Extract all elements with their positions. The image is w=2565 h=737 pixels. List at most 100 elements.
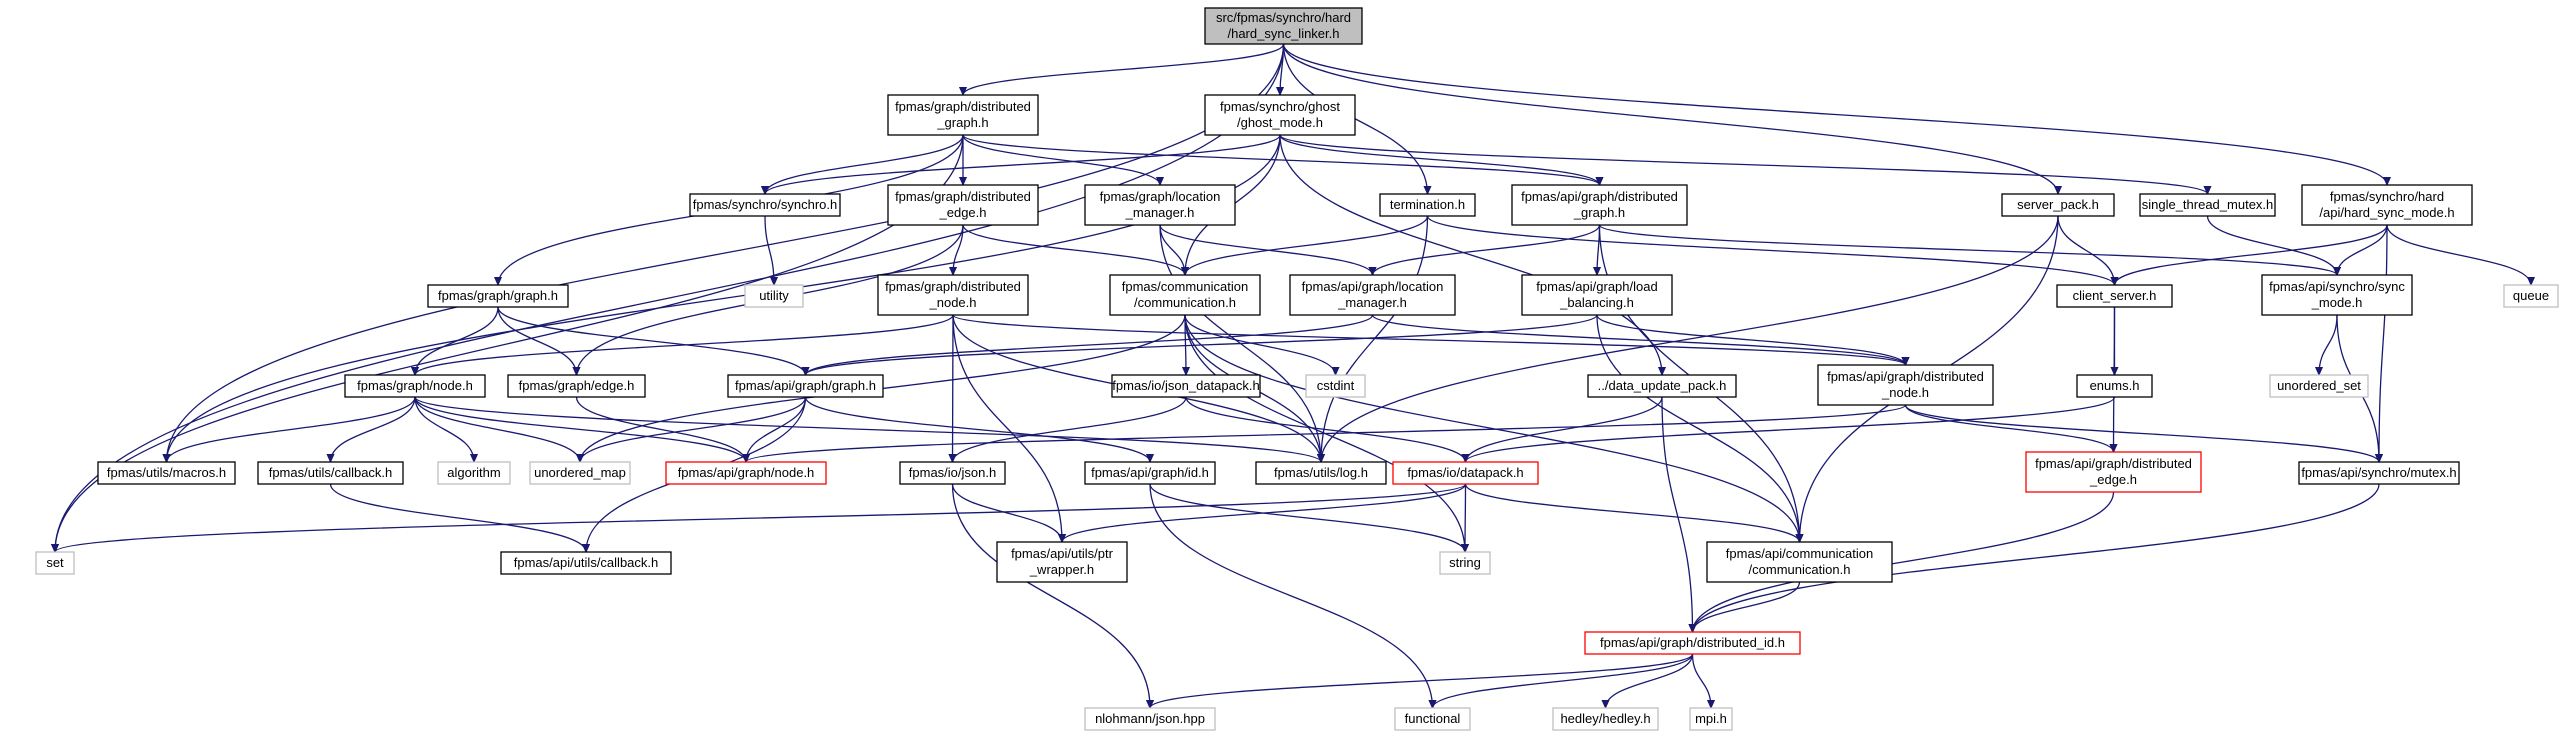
edge-api_dgraph-to-syncmode: [1598, 224, 2338, 275]
graph-node-stm[interactable]: single_thread_mutex.h: [2139, 193, 2276, 217]
graph-node-comm[interactable]: fpmas/communication/communication.h: [1109, 274, 1261, 316]
graph-node-hsm[interactable]: fpmas/synchro/hard/api/hard_sync_mode.h: [2301, 184, 2473, 226]
node-label: fpmas/api/graph/graph.h: [735, 378, 876, 393]
node-box: [1439, 551, 1491, 575]
node-box: [2269, 374, 2369, 398]
graph-node-api_dnode[interactable]: fpmas/api/graph/distributed_node.h: [1817, 364, 1994, 406]
edge-mutex-to-did: [1693, 483, 2380, 632]
node-box: [2001, 193, 2115, 217]
graph-node-dedge[interactable]: fpmas/graph/distributed_edge.h: [887, 184, 1039, 226]
edge-server_pack-to-log: [1321, 215, 2059, 462]
graph-node-syncmode[interactable]: fpmas/api/synchro/sync_mode.h: [2261, 274, 2413, 316]
graph-node-dup[interactable]: ../data_update_pack.h: [1587, 374, 1737, 398]
node-label: string: [1449, 555, 1481, 570]
edge-api_locmgr-to-api_dnode: [1371, 314, 1906, 365]
graph-node-unordered_map: unordered_map: [529, 461, 631, 485]
graph-node-server_pack[interactable]: server_pack.h: [2001, 193, 2115, 217]
node-box: [1521, 274, 1673, 316]
graph-node-loadbal[interactable]: fpmas/api/graph/load_balancing.h: [1521, 274, 1673, 316]
edge-api_graph-to-id: [804, 396, 1151, 462]
node-label: fpmas/utils/log.h: [1274, 465, 1368, 480]
graph-node-enums[interactable]: enums.h: [2076, 374, 2153, 398]
graph-node-ghost[interactable]: fpmas/synchro/ghost/ghost_mode.h: [1204, 94, 1356, 136]
edge-api_locmgr-to-api_graph: [806, 314, 1374, 375]
edge-edge-to-api_node: [575, 396, 747, 462]
node-box: [727, 374, 884, 398]
node-box: [1111, 374, 1261, 398]
graph-node-mutex[interactable]: fpmas/api/synchro/mutex.h: [2298, 461, 2460, 485]
edge-node-to-api_node: [414, 396, 746, 462]
graph-node-api_dedge[interactable]: fpmas/api/graph/distributed_edge.h: [2025, 451, 2202, 493]
node-label: /communication.h: [1134, 295, 1236, 310]
graph-node-macros[interactable]: fpmas/utils/macros.h: [97, 461, 236, 485]
edge-node-to-callback: [331, 396, 416, 462]
edge-comm-to-api_comm: [1184, 314, 1800, 542]
node-label: enums.h: [2090, 378, 2140, 393]
node-label: fpmas/graph/node.h: [357, 378, 473, 393]
node-label: fpmas/graph/distributed: [895, 99, 1031, 114]
edge-api_dgraph-to-api_locmgr: [1373, 224, 1601, 275]
graph-node-json[interactable]: fpmas/io/json.h: [899, 461, 1006, 485]
edge-node-to-algorithm: [414, 396, 474, 462]
edge-did-to-mpi: [1691, 653, 1712, 708]
graph-node-api_comm[interactable]: fpmas/api/communication/communication.h: [1706, 541, 1893, 583]
node-label: fpmas/api/graph/distributed: [1827, 369, 1984, 384]
node-label: nlohmann/json.hpp: [1095, 711, 1205, 726]
graph-node-locmgr[interactable]: fpmas/graph/location_manager.h: [1084, 184, 1236, 226]
edge-datapack-to-api_comm: [1464, 483, 1800, 542]
graph-node-api_dgraph[interactable]: fpmas/api/graph/distributed_graph.h: [1511, 184, 1688, 226]
edge-root-to-server_pack: [1282, 43, 2059, 194]
graph-node-synchro[interactable]: fpmas/synchro/synchro.h: [689, 193, 841, 217]
node-box: [2139, 193, 2276, 217]
graph-node-log[interactable]: fpmas/utils/log.h: [1255, 461, 1387, 485]
node-label: fpmas/graph/edge.h: [519, 378, 635, 393]
edge-hsm-to-client_server: [2115, 224, 2388, 285]
node-box: [2503, 284, 2559, 308]
graph-node-dgraph[interactable]: fpmas/graph/distributed_graph.h: [887, 94, 1039, 136]
graph-node-json_dp[interactable]: fpmas/io/json_datapack.h: [1111, 374, 1261, 398]
node-label: fpmas/api/utils/callback.h: [514, 555, 659, 570]
edge-did-to-functional: [1433, 653, 1694, 708]
graph-node-api_node[interactable]: fpmas/api/graph/node.h: [665, 461, 827, 485]
graph-node-id[interactable]: fpmas/api/graph/id.h: [1084, 461, 1216, 485]
edge-loadbal-to-api_comm: [1596, 314, 1800, 542]
graph-node-termination[interactable]: termination.h: [1379, 193, 1476, 217]
node-box: [1706, 541, 1893, 583]
edge-id-to-functional: [1149, 483, 1433, 708]
node-label: _wrapper.h: [1029, 562, 1094, 577]
edge-datapack-to-ptr_wrapper: [1062, 483, 1467, 542]
node-label: utility: [759, 288, 789, 303]
node-label: fpmas/synchro/hard: [2330, 189, 2444, 204]
graph-node-api_callback[interactable]: fpmas/api/utils/callback.h: [500, 551, 672, 575]
node-box: [665, 461, 827, 485]
node-label: mpi.h: [1695, 711, 1727, 726]
edge-locmgr-to-comm: [1159, 224, 1185, 275]
node-box: [97, 461, 236, 485]
graph-node-did[interactable]: fpmas/api/graph/distributed_id.h: [1584, 631, 1801, 655]
graph-node-ptr_wrapper[interactable]: fpmas/api/utils/ptr_wrapper.h: [996, 541, 1128, 583]
node-label: /hard_sync_linker.h: [1227, 26, 1339, 41]
graph-node-node[interactable]: fpmas/graph/node.h: [344, 374, 486, 398]
graph-node-graph[interactable]: fpmas/graph/graph.h: [427, 284, 569, 308]
node-box: [1392, 461, 1539, 485]
node-box: [1289, 274, 1456, 316]
graph-node-client_server[interactable]: client_server.h: [2056, 284, 2173, 308]
edge-dnode-to-node: [415, 314, 954, 375]
graph-node-api_locmgr[interactable]: fpmas/api/graph/location_manager.h: [1289, 274, 1456, 316]
edge-ghost-to-synchro: [765, 134, 1281, 194]
graph-node-api_graph[interactable]: fpmas/api/graph/graph.h: [727, 374, 884, 398]
graph-node-edge[interactable]: fpmas/graph/edge.h: [507, 374, 646, 398]
edge-did-to-hedley: [1606, 653, 1694, 708]
graph-node-dnode[interactable]: fpmas/graph/distributed_node.h: [877, 274, 1029, 316]
node-box: [2076, 374, 2153, 398]
edge-dgraph-to-synchro: [765, 134, 964, 194]
node-box: [1584, 631, 1801, 655]
graph-node-callback[interactable]: fpmas/utils/callback.h: [257, 461, 404, 485]
node-box: [1084, 707, 1216, 731]
graph-node-datapack[interactable]: fpmas/io/datapack.h: [1392, 461, 1539, 485]
node-label: algorithm: [447, 465, 500, 480]
edge-dgraph-to-locmgr: [962, 134, 1160, 185]
node-label: fpmas/api/graph/distributed_id.h: [1600, 635, 1785, 650]
graph-node-root[interactable]: src/fpmas/synchro/hard/hard_sync_linker.…: [1204, 7, 1363, 45]
